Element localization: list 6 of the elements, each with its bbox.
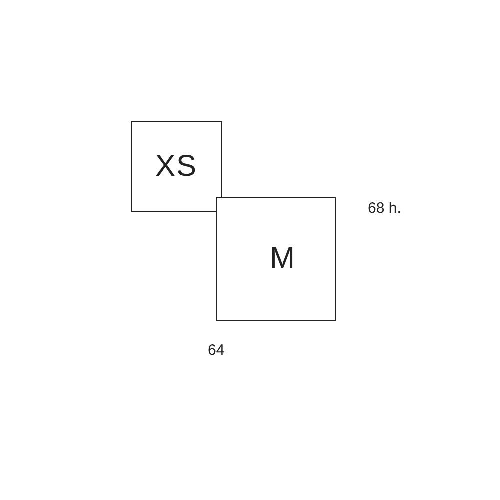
size-box xyxy=(131,121,222,212)
size-label: M xyxy=(270,242,296,276)
dimension-label: 64 xyxy=(208,342,225,359)
dimension-label: 68 h. xyxy=(368,200,402,217)
size-box xyxy=(216,197,336,321)
size-label: XS xyxy=(155,150,198,184)
